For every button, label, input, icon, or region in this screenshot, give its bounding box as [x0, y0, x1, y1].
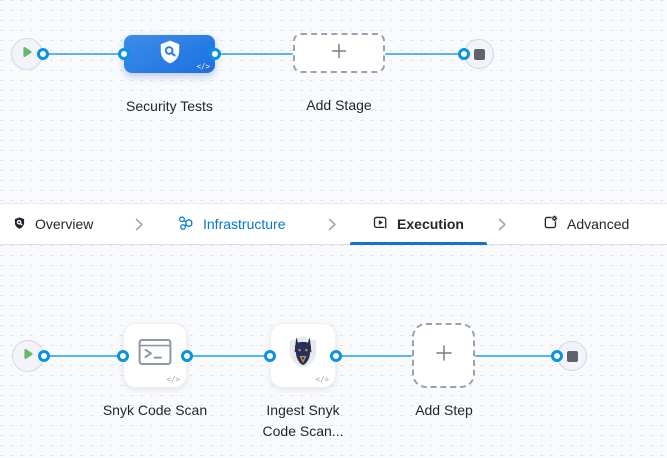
infrastructure-icon	[178, 215, 194, 234]
plus-icon	[330, 42, 348, 65]
advanced-gear-box-icon	[543, 215, 558, 233]
step-name-label[interactable]: Ingest Snyk Code Scan...	[233, 400, 373, 442]
port[interactable]	[330, 350, 342, 362]
play-icon	[20, 45, 34, 64]
step-name-label[interactable]: Snyk Code Scan	[102, 402, 208, 418]
chevron-right-icon	[328, 204, 337, 244]
shield-scan-icon	[157, 39, 183, 70]
port[interactable]	[37, 48, 49, 60]
active-tab-underline	[350, 242, 487, 245]
port[interactable]	[118, 48, 130, 60]
stage-canvas: </> Security Tests Add Stage	[0, 0, 667, 203]
tab-overview[interactable]: Overview	[13, 204, 93, 244]
code-view-icon[interactable]: </>	[196, 61, 210, 71]
connector-line	[43, 53, 124, 55]
stage-node-security-tests[interactable]: </>	[124, 35, 215, 73]
shield-icon	[13, 216, 26, 233]
tab-label: Infrastructure	[203, 216, 286, 232]
port[interactable]	[209, 48, 221, 60]
play-icon	[21, 347, 35, 366]
connector-line	[215, 53, 293, 55]
port[interactable]	[264, 350, 276, 362]
stop-icon	[473, 48, 485, 60]
stop-icon	[566, 350, 578, 362]
plus-icon	[434, 343, 454, 368]
connector-line	[475, 355, 557, 357]
step-node-ingest-snyk[interactable]: </>	[270, 323, 336, 388]
step-name-line1: Ingest Snyk	[266, 402, 340, 418]
tab-infrastructure[interactable]: Infrastructure	[178, 204, 285, 244]
step-name-line2: Code Scan...	[262, 423, 344, 439]
execution-canvas: </> </>	[0, 245, 667, 458]
execution-icon	[373, 215, 388, 233]
connector-line	[385, 53, 464, 55]
snyk-dog-icon	[287, 334, 319, 374]
chevron-right-icon	[135, 204, 144, 244]
add-step-button[interactable]	[412, 323, 475, 388]
add-stage-button[interactable]	[293, 33, 385, 73]
tab-label: Overview	[35, 216, 94, 232]
connector-line	[44, 355, 123, 357]
port[interactable]	[38, 350, 50, 362]
code-view-icon[interactable]: </>	[166, 374, 180, 384]
port[interactable]	[117, 350, 129, 362]
terminal-icon	[138, 338, 172, 371]
port[interactable]	[181, 350, 193, 362]
step-node-snyk-code-scan[interactable]: </>	[123, 323, 187, 388]
tab-advanced[interactable]: Advanced	[543, 204, 629, 244]
stage-tab-bar: Overview Infrastructure	[0, 203, 667, 245]
tab-label: Advanced	[567, 216, 630, 232]
tab-execution[interactable]: Execution	[350, 204, 487, 245]
code-view-icon[interactable]: </>	[315, 374, 329, 384]
chevron-right-icon	[498, 204, 507, 244]
port[interactable]	[458, 48, 470, 60]
connector-line	[187, 355, 270, 357]
add-step-label[interactable]: Add Step	[415, 402, 473, 418]
stage-name-label[interactable]: Security Tests	[126, 98, 213, 114]
port[interactable]	[551, 350, 563, 362]
add-stage-label[interactable]: Add Stage	[306, 97, 372, 113]
tab-label: Execution	[397, 216, 464, 232]
connector-line	[336, 355, 412, 357]
